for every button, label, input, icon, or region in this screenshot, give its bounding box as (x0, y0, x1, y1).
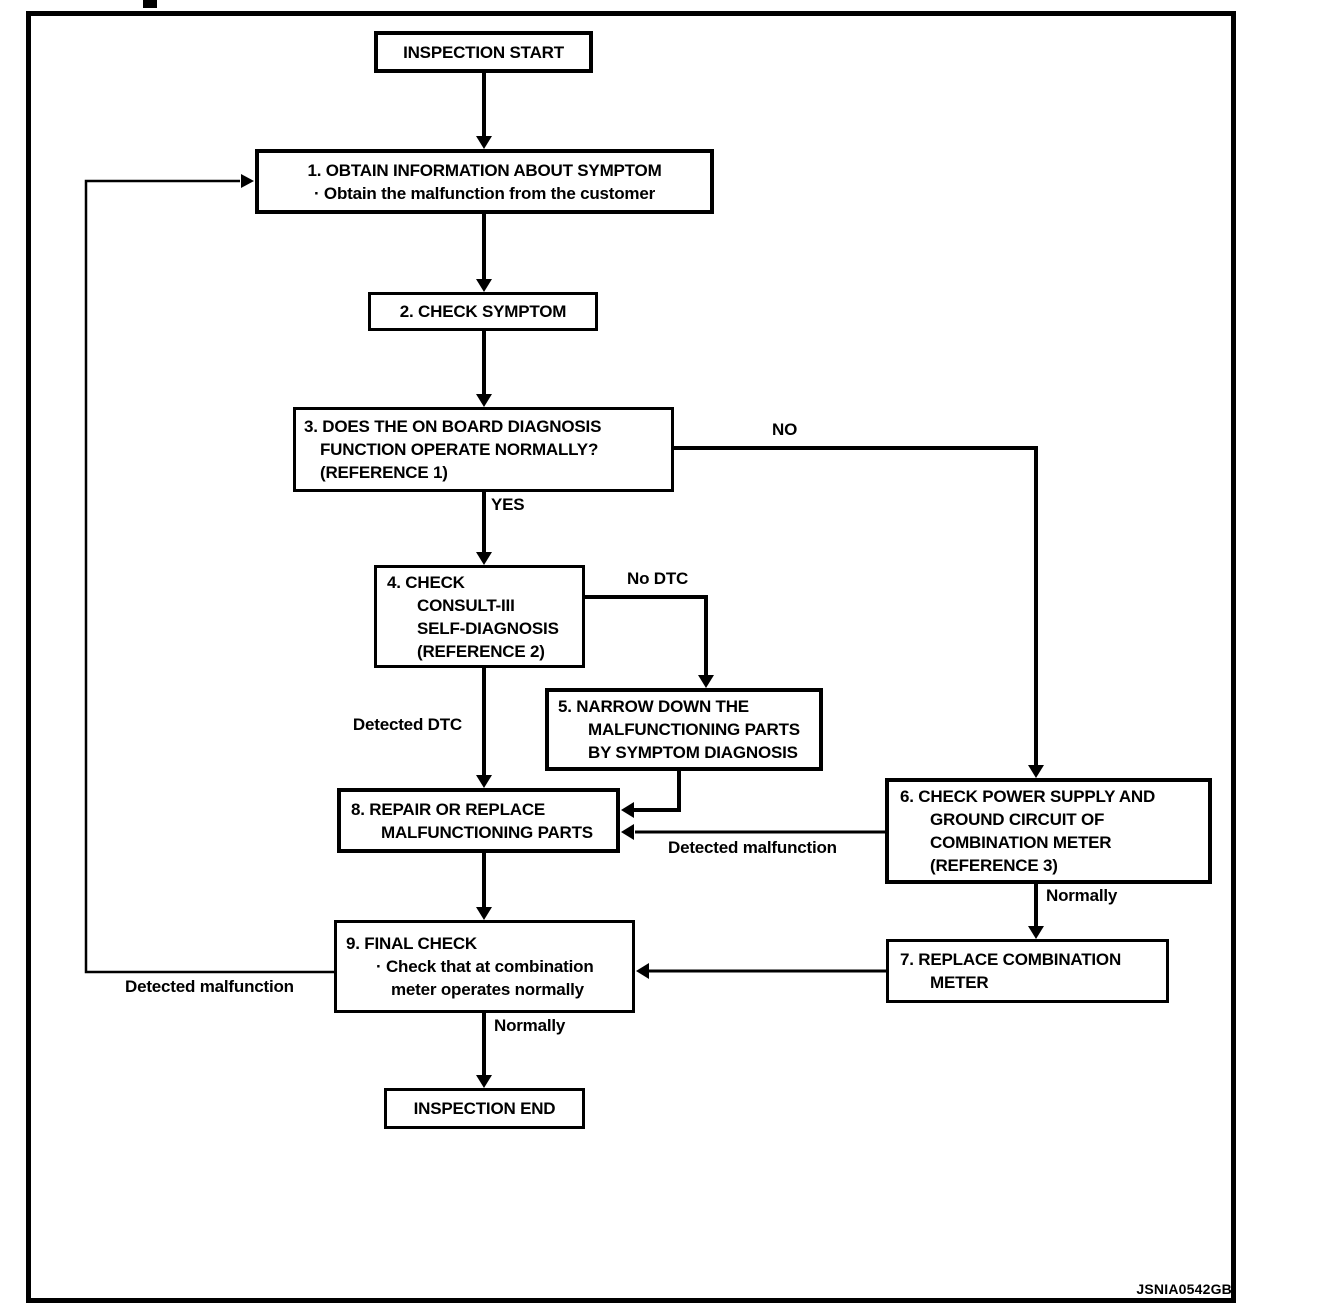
node-text-line: 2. CHECK SYMPTOM (399, 302, 567, 321)
node-text-line: MALFUNCTIONING PARTS (588, 720, 800, 739)
edge-label-yes: YES (491, 495, 525, 514)
edge-step3-to-step4-yes (476, 492, 492, 565)
edge-label-no-dtc: No DTC (627, 569, 689, 588)
edge-step4-to-step8-detected-dtc (476, 668, 492, 788)
node-text-line: 9. FINAL CHECK (346, 934, 478, 953)
node-text-line: MALFUNCTIONING PARTS (381, 822, 593, 842)
edge-label-no: NO (772, 420, 798, 439)
edge-label-normally-final: Normally (494, 1016, 566, 1035)
edge-step7-to-step9 (636, 963, 886, 979)
crop-artifact-mark (143, 0, 157, 8)
edge-step3-to-step6-no (674, 446, 1044, 778)
edge-step9-to-end-normally (476, 1013, 492, 1088)
node-text-line: 7. REPLACE COMBINATION (900, 950, 1122, 969)
node-text-line: COMBINATION METER (930, 833, 1112, 852)
node-text-line: (REFERENCE 3) (930, 856, 1058, 875)
node-step-5-narrow-down-parts: 5. NARROW DOWN THE MALFUNCTIONING PARTS … (545, 688, 823, 771)
node-step-9-final-check: 9. FINAL CHECK · Check that at combinati… (334, 920, 635, 1013)
node-step-1-obtain-information: 1. OBTAIN INFORMATION ABOUT SYMPTOM · Ob… (255, 149, 714, 214)
node-text-line: 3. DOES THE ON BOARD DIAGNOSIS (304, 417, 602, 436)
node-text-line: CONSULT-III (417, 595, 515, 615)
edge-step4-to-step5-no-dtc (585, 595, 714, 688)
node-text-line: SELF-DIAGNOSIS (417, 618, 559, 638)
diagram-frame (26, 11, 1236, 1303)
edge-step9-to-step1-loop (84, 174, 334, 974)
edge-step5-to-step8 (621, 771, 681, 818)
edge-step6-to-step8-detected-malfunction (621, 824, 885, 840)
node-step-2-check-symptom: 2. CHECK SYMPTOM (368, 292, 598, 331)
node-text-line: 4. CHECK (387, 572, 465, 592)
edge-start-to-step1 (476, 73, 492, 149)
figure-code: JSNIA0542GB (1136, 1281, 1232, 1297)
edge-step6-to-step7-normally (1028, 884, 1044, 939)
edge-step2-to-step3 (476, 331, 492, 407)
node-text-line: FUNCTION OPERATE NORMALLY? (320, 440, 599, 459)
node-text-line: · Obtain the malfunction from the custom… (313, 183, 656, 203)
node-text-line: 8. REPAIR OR REPLACE (351, 799, 546, 819)
node-step-4-consult-self-diagnosis: 4. CHECK CONSULT-III SELF-DIAGNOSIS (REF… (374, 565, 585, 668)
node-text-line: INSPECTION END (413, 1099, 556, 1118)
edge-label-detected-malfunction-meter: Detected malfunction (668, 838, 837, 857)
edge-label-detected-dtc: Detected DTC (352, 715, 462, 734)
node-inspection-start: INSPECTION START (374, 31, 593, 73)
node-text-line: 1. OBTAIN INFORMATION ABOUT SYMPTOM (307, 160, 662, 180)
node-step-6-check-power-supply: 6. CHECK POWER SUPPLY AND GROUND CIRCUIT… (885, 778, 1212, 884)
edge-step8-to-step9 (476, 853, 492, 920)
node-step-8-repair-or-replace: 8. REPAIR OR REPLACE MALFUNCTIONING PART… (337, 788, 620, 853)
edge-label-normally-meter: Normally (1046, 886, 1118, 905)
node-step-7-replace-combination-meter: 7. REPLACE COMBINATION METER (886, 939, 1169, 1003)
edge-label-detected-malfunction-final: Detected malfunction (125, 977, 294, 996)
node-text-line: (REFERENCE 2) (417, 641, 545, 661)
node-text-line: INSPECTION START (403, 42, 564, 62)
node-inspection-end: INSPECTION END (384, 1088, 585, 1129)
edge-step1-to-step2 (476, 214, 492, 292)
node-text-line: BY SYMPTOM DIAGNOSIS (588, 743, 798, 762)
node-text-line: · Check that at combination (376, 957, 594, 976)
node-text-line: meter operates normally (391, 980, 584, 999)
node-text-line: 6. CHECK POWER SUPPLY AND (900, 787, 1156, 806)
node-text-line: GROUND CIRCUIT OF (930, 810, 1105, 829)
node-text-line: METER (930, 973, 989, 992)
node-text-line: 5. NARROW DOWN THE (558, 697, 749, 716)
node-text-line: (REFERENCE 1) (320, 463, 448, 482)
node-step-3-on-board-diagnosis: 3. DOES THE ON BOARD DIAGNOSIS FUNCTION … (293, 407, 674, 492)
